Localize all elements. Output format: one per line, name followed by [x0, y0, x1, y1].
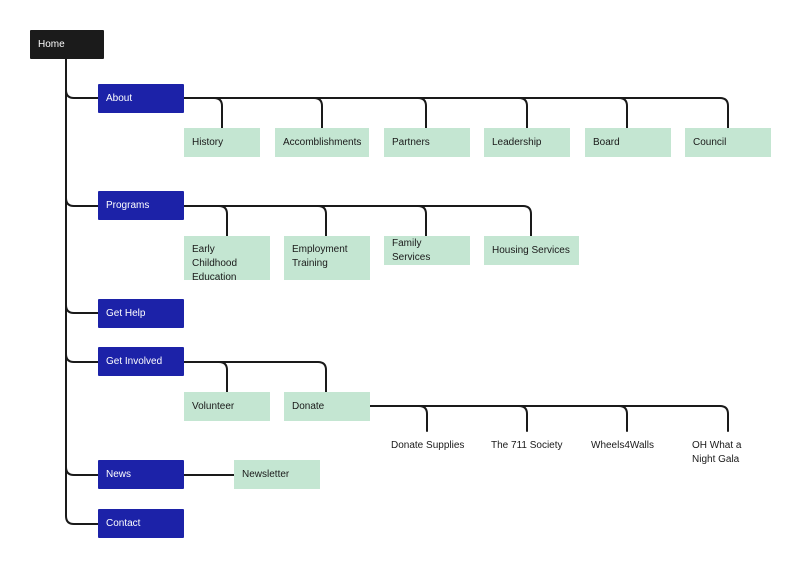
about-child-label: Partners [392, 136, 430, 148]
about-child-label: History [192, 136, 224, 148]
donate-leaf-711-society[interactable]: The 711 Society [491, 435, 581, 465]
programs-drop-family [417, 205, 427, 237]
donate-leaf-label: The 711 Society [491, 440, 563, 451]
donate-drop-711 [518, 405, 528, 432]
contact-label: Contact [106, 517, 141, 529]
about-child-history[interactable]: History [184, 128, 260, 157]
donate-bus [368, 405, 729, 432]
about-drop-board [618, 97, 628, 129]
home-node[interactable]: Home [30, 30, 104, 59]
news-child-newsletter[interactable]: Newsletter [234, 460, 320, 489]
about-child-council[interactable]: Council [685, 128, 771, 157]
about-child-accomplishments[interactable]: Accomblishments [275, 128, 369, 157]
programs-drop-early-childhood [218, 205, 228, 237]
news-node[interactable]: News [98, 460, 184, 489]
programs-node[interactable]: Programs [98, 191, 184, 220]
programs-bus [183, 205, 532, 237]
get-help-node[interactable]: Get Help [98, 299, 184, 328]
connector-get-involved [65, 353, 99, 363]
about-child-leadership[interactable]: Leadership [484, 128, 570, 157]
contact-node[interactable]: Contact [98, 509, 184, 538]
about-child-label: Leadership [492, 136, 542, 148]
about-drop-leadership [518, 97, 528, 129]
programs-child-family[interactable]: Family Services [384, 236, 470, 265]
programs-child-housing[interactable]: Housing Services [484, 236, 579, 265]
about-label: About [106, 92, 133, 104]
programs-child-early-childhood[interactable]: Early Childhood Education [184, 236, 270, 283]
trunk-connector [65, 58, 99, 525]
connector-get-help [65, 304, 99, 314]
programs-child-label: Employment Training [292, 244, 348, 269]
about-child-partners[interactable]: Partners [384, 128, 470, 157]
involved-child-volunteer[interactable]: Volunteer [184, 392, 270, 421]
programs-child-label: Early Childhood Education [192, 244, 238, 283]
about-child-board[interactable]: Board [585, 128, 671, 157]
involved-drop-volunteer [218, 361, 228, 393]
about-drop-accomplishments [313, 97, 323, 129]
programs-label: Programs [106, 199, 150, 211]
about-drop-history [213, 97, 223, 129]
involved-child-label: Volunteer [192, 400, 235, 412]
get-involved-label: Get Involved [106, 355, 163, 367]
news-label: News [106, 468, 132, 480]
donate-leaf-gala[interactable]: OH What a Night Gala [692, 435, 764, 471]
about-drop-partners [417, 97, 427, 129]
connector-programs [65, 197, 99, 207]
get-help-label: Get Help [106, 307, 146, 319]
programs-drop-employment [317, 205, 327, 237]
involved-bus [183, 361, 327, 393]
donate-drop-supplies [418, 405, 428, 432]
connector-about [65, 89, 99, 99]
about-child-label: Council [693, 136, 727, 148]
donate-leaf-label: Wheels4Walls [591, 440, 654, 451]
involved-child-donate[interactable]: Donate [284, 392, 370, 421]
connector-news [65, 466, 99, 476]
donate-leaf-label: OH What a Night Gala [692, 440, 742, 465]
get-involved-node[interactable]: Get Involved [98, 347, 184, 376]
programs-child-label: Housing Services [492, 244, 570, 256]
about-bus [183, 97, 729, 129]
donate-leaf-wheels4walls[interactable]: Wheels4Walls [591, 435, 681, 465]
about-child-label: Accomblishments [283, 136, 362, 148]
about-child-label: Board [593, 136, 620, 148]
donate-leaf-label: Donate Supplies [391, 440, 465, 451]
donate-drop-wheels [618, 405, 628, 432]
programs-child-employment[interactable]: Employment Training [284, 236, 370, 280]
donate-leaf-supplies[interactable]: Donate Supplies [391, 435, 481, 465]
programs-child-label: Family Services [392, 237, 431, 263]
about-node[interactable]: About [98, 84, 184, 113]
home-label: Home [38, 38, 65, 50]
news-child-label: Newsletter [242, 468, 290, 480]
involved-child-label: Donate [292, 400, 325, 412]
